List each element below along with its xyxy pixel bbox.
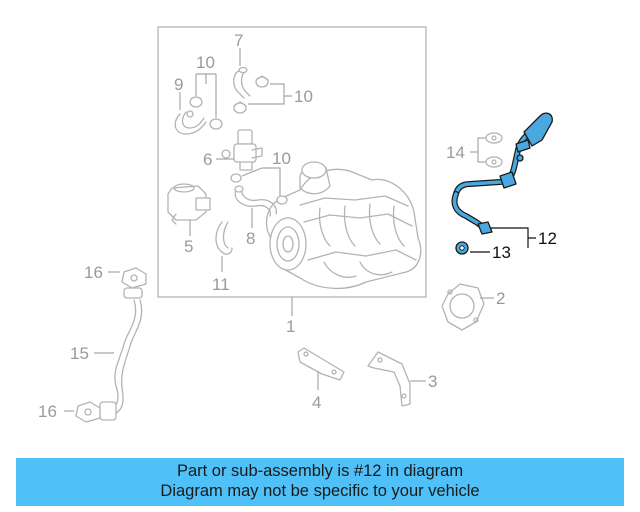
part-9-drawing bbox=[174, 110, 207, 135]
part-3-drawing bbox=[367, 351, 411, 407]
part-label-14[interactable]: 14 bbox=[446, 143, 465, 162]
part-label-4[interactable]: 4 bbox=[312, 393, 321, 412]
part-10c-leader bbox=[241, 167, 281, 196]
part-15-drawing bbox=[99, 287, 143, 421]
part-label-5[interactable]: 5 bbox=[184, 237, 193, 256]
part-4-drawing bbox=[297, 347, 345, 381]
part-label-13[interactable]: 13 bbox=[492, 243, 511, 262]
part-12-oil-feed-line[interactable] bbox=[451, 112, 553, 235]
part-13-washer[interactable] bbox=[455, 241, 469, 255]
part-label-11[interactable]: 11 bbox=[212, 275, 230, 294]
part-label-3[interactable]: 3 bbox=[428, 372, 437, 391]
part-14-leader bbox=[470, 137, 486, 163]
part-8-drawing bbox=[234, 185, 277, 217]
part-10c-drawing bbox=[230, 173, 288, 205]
banner-line-part-info: Part or sub-assembly is #12 in diagram bbox=[176, 462, 464, 480]
part-10a-drawing bbox=[189, 96, 223, 130]
part-16a-drawing bbox=[121, 267, 147, 289]
part-11-drawing bbox=[215, 221, 233, 255]
part-10b-drawing bbox=[233, 75, 269, 114]
parts-diagram: 1 2 3 4 5 6 7 8 9 10 10 10 11 12 13 14 1… bbox=[38, 26, 557, 423]
part-label-8[interactable]: 8 bbox=[246, 229, 255, 248]
part-10b-leader bbox=[248, 83, 292, 105]
part-label-12[interactable]: 12 bbox=[538, 229, 557, 248]
part-label-16-upper[interactable]: 16 bbox=[84, 263, 103, 282]
part-label-9[interactable]: 9 bbox=[174, 75, 183, 94]
part-12-leader bbox=[490, 227, 536, 248]
part-16b-drawing bbox=[75, 401, 101, 423]
part-label-10-middle[interactable]: 10 bbox=[272, 149, 291, 168]
part-label-2[interactable]: 2 bbox=[496, 289, 505, 308]
part-label-15[interactable]: 15 bbox=[70, 344, 89, 363]
info-banner: Part or sub-assembly is #12 in diagram D… bbox=[16, 458, 624, 506]
part-label-16-lower[interactable]: 16 bbox=[38, 402, 57, 421]
banner-line-disclaimer: Diagram may not be specific to your vehi… bbox=[160, 482, 480, 500]
part-10a-leader bbox=[195, 73, 217, 118]
part-2-drawing bbox=[441, 283, 485, 331]
part-14-drawing bbox=[485, 132, 503, 168]
part-label-6[interactable]: 6 bbox=[203, 150, 212, 169]
part-6-drawing bbox=[221, 129, 263, 171]
part-label-7[interactable]: 7 bbox=[234, 31, 243, 50]
turbocharger-drawing bbox=[265, 161, 422, 290]
part-label-1[interactable]: 1 bbox=[286, 317, 295, 336]
part-label-10-upper-left[interactable]: 10 bbox=[196, 53, 215, 72]
part-5-drawing bbox=[167, 183, 211, 225]
part-label-10-upper-right[interactable]: 10 bbox=[294, 87, 313, 106]
part-7-drawing bbox=[233, 66, 251, 99]
